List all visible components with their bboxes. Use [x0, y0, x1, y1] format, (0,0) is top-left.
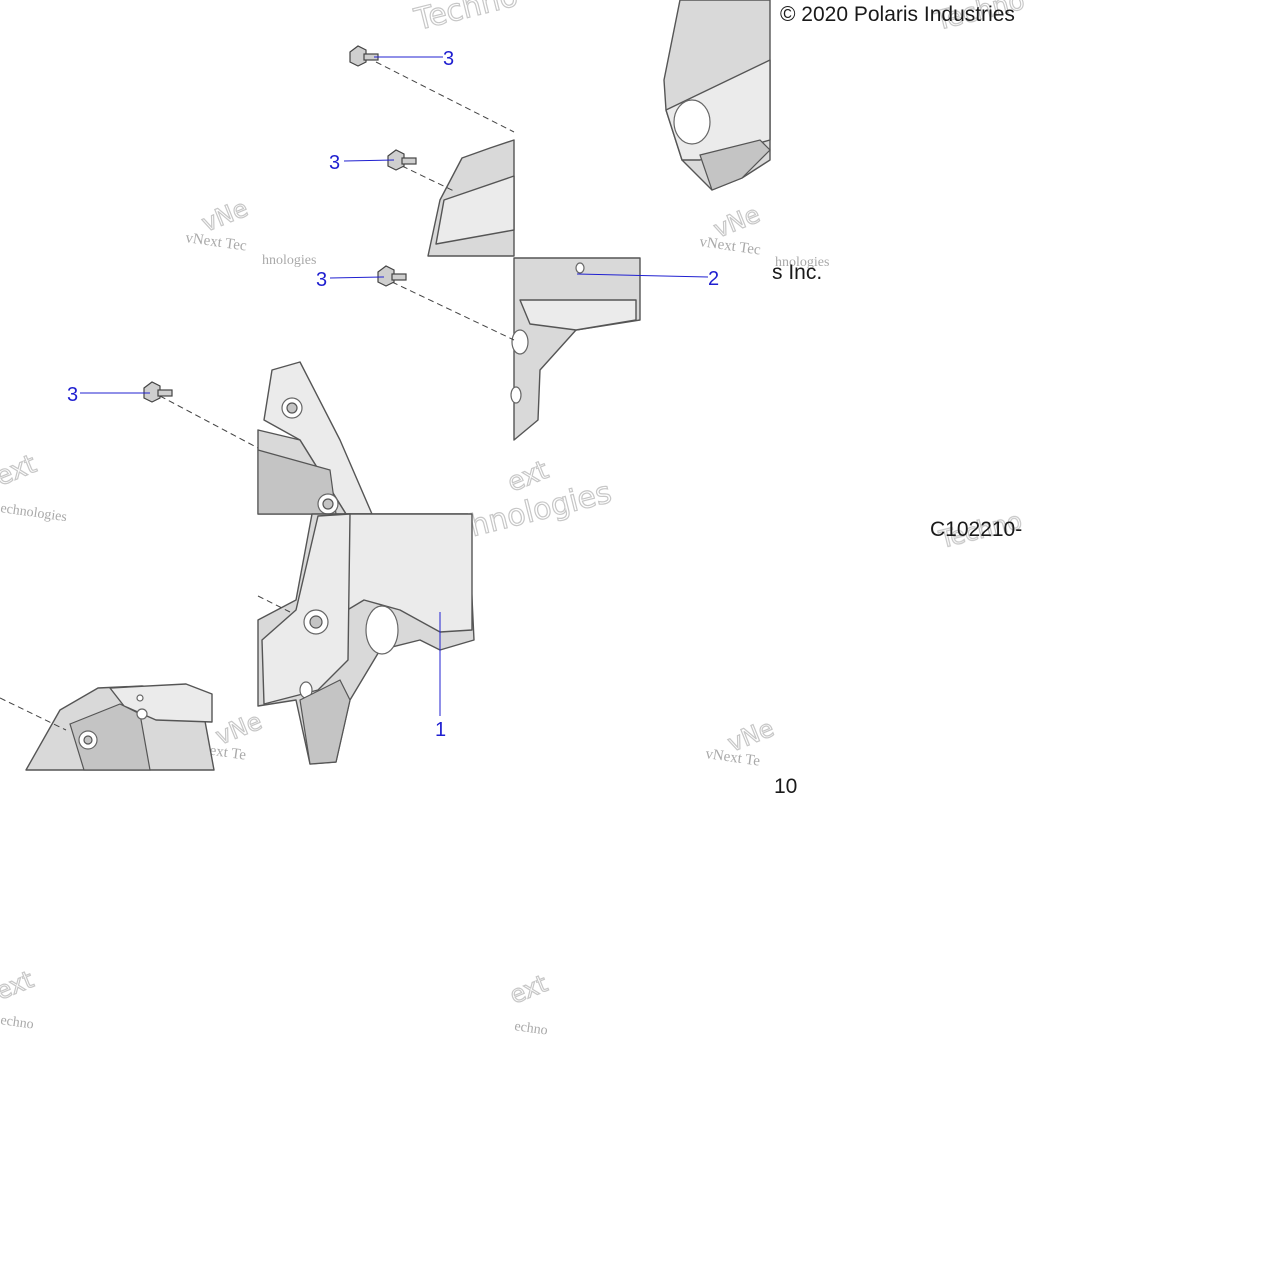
- watermark-vnext-4: vNext Te: [704, 746, 761, 770]
- page-number: 10: [774, 775, 797, 798]
- watermark-hnologies-1: hnologies: [262, 253, 316, 268]
- upper-fender-part: [663, 0, 771, 191]
- callout-label-3a: 3: [443, 48, 454, 70]
- bolt-icon-1: [349, 45, 379, 67]
- watermark-hnologies-2: hnologies: [775, 255, 829, 270]
- bolt-icon-3: [377, 265, 407, 287]
- copyright-suffix-text: s Inc.: [772, 261, 822, 284]
- watermark-vne-1: vNe: [198, 194, 252, 238]
- callout-label-3c: 3: [316, 269, 327, 291]
- callout-label-2: 2: [708, 268, 719, 290]
- callout-leaders: [80, 56, 709, 716]
- panel-part-1: [257, 513, 475, 765]
- watermark-ext-3: ext: [0, 965, 37, 1005]
- watermark-ext-4: ext: [506, 969, 552, 1009]
- callout-labels: 3 3 3 3 2 1: [67, 48, 719, 741]
- bolt-icon-4: [143, 381, 173, 403]
- middle-fender-edge: [427, 139, 515, 257]
- watermark-echnologies-1: echnologies: [0, 501, 68, 525]
- copyright-text: © 2020 Polaris Industries: [780, 3, 1015, 26]
- bolts-and-assembly-lines: [0, 45, 515, 731]
- mounting-plate-part: [257, 361, 373, 515]
- bolt-icon-2: [387, 149, 417, 171]
- watermark-echno-2: echno: [513, 1019, 548, 1039]
- watermark-ext-1: ext: [0, 449, 41, 492]
- callout-label-3d: 3: [67, 384, 78, 406]
- bracket-part-2: [510, 257, 641, 441]
- lower-bracket-part: [25, 683, 215, 771]
- watermark-techno-top: Techno: [410, 0, 521, 38]
- watermark-vne-3: vNe: [212, 707, 266, 751]
- callout-label-3b: 3: [329, 152, 340, 174]
- watermark-vne-2: vNe: [710, 200, 764, 244]
- watermark-echno-1: echno: [0, 1013, 35, 1033]
- callout-label-1: 1: [435, 719, 446, 741]
- watermark-vne-4: vNe: [724, 714, 778, 758]
- figure-code: C102210-: [930, 518, 1022, 541]
